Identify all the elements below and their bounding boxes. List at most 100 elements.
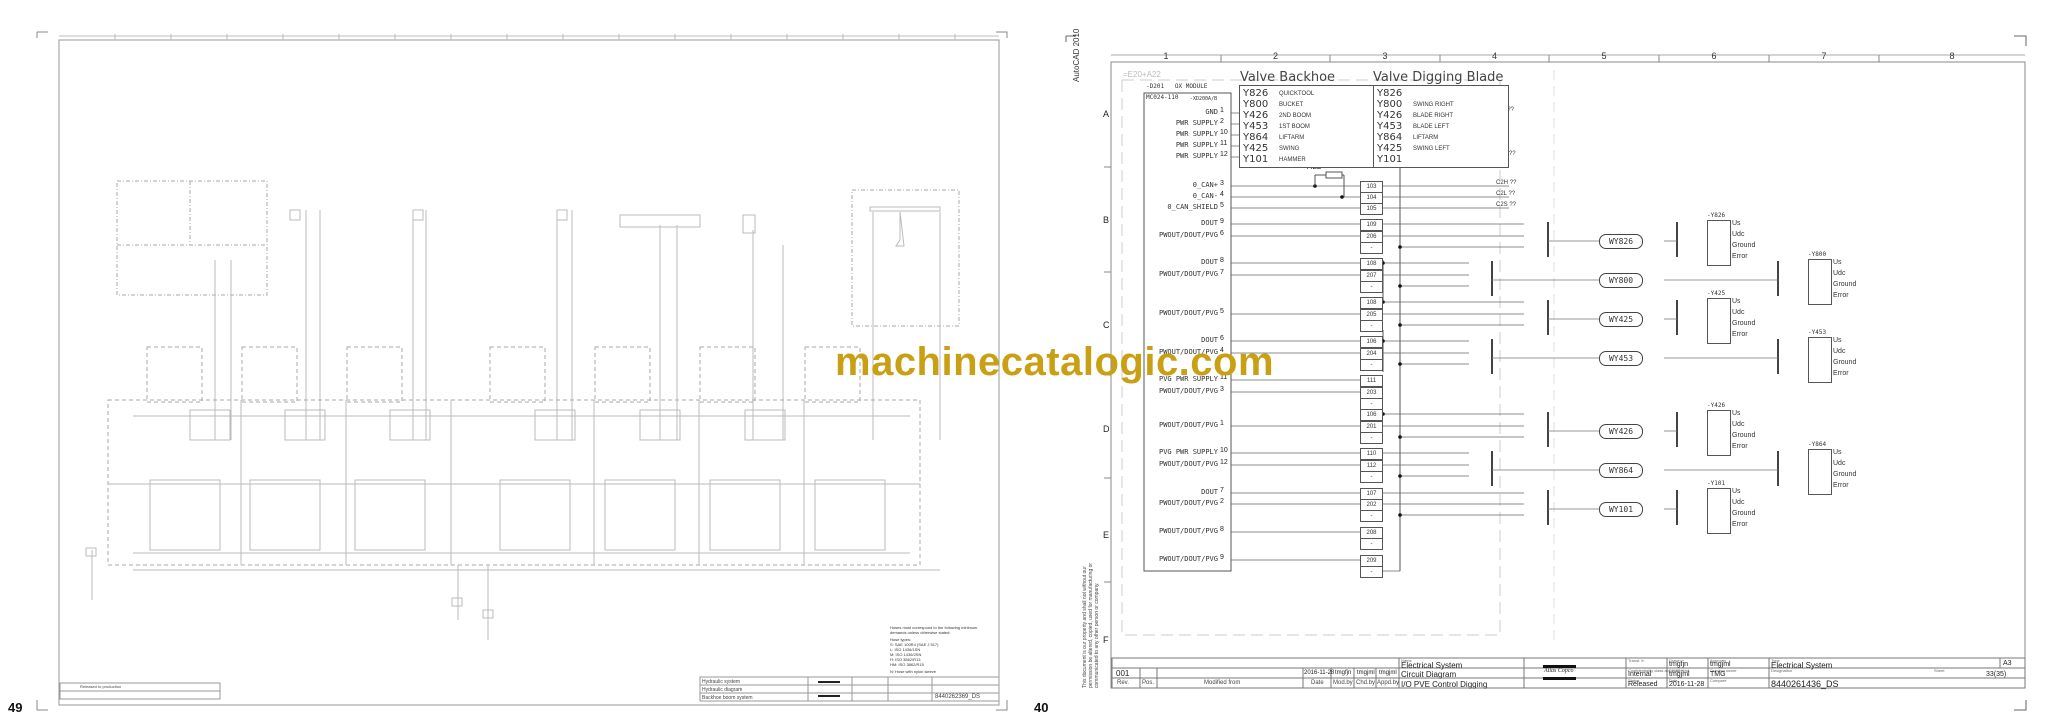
pin-label: PWR SUPPLY xyxy=(1175,141,1218,149)
type-value: Electrical System xyxy=(1771,661,1833,670)
column-label: 8 xyxy=(1949,51,1955,61)
valve-ref: -Y453 xyxy=(1808,329,1827,336)
valve-connector-y101 xyxy=(1707,488,1731,534)
signal-us: Us xyxy=(1833,449,1842,456)
module-part: MC024-110 xyxy=(1146,94,1179,101)
software-label: AutoCAD 2010 xyxy=(1072,28,1081,82)
design-chd-value: tmgjml xyxy=(1669,671,1690,678)
column-label: 6 xyxy=(1711,51,1717,61)
terminal: 111 xyxy=(1360,375,1383,387)
output-xref[interactable]: ?? xyxy=(1509,202,1517,208)
legend-code: Y453 xyxy=(1377,121,1403,132)
output-label: C2L xyxy=(1496,191,1507,197)
signal-us: Us xyxy=(1833,337,1842,344)
row-label: C xyxy=(1103,320,1110,330)
revision-header-appd-by: Appd.by xyxy=(1377,680,1400,686)
pin-number: 11 xyxy=(1220,140,1228,147)
pin-number: 9 xyxy=(1220,554,1224,561)
terminal: - xyxy=(1360,538,1383,550)
signal-udc: Udc xyxy=(1833,460,1846,467)
terminal: 201 xyxy=(1360,421,1383,433)
title-name-line-1: Electrical System xyxy=(1401,661,1463,670)
pin-number: 12 xyxy=(1220,459,1228,466)
pin-number: 3 xyxy=(1220,180,1224,187)
drawing-owner-label: Drawing owner xyxy=(1710,668,1737,673)
column-label: 4 xyxy=(1491,51,1497,61)
watermark-text: machinecatalogic.com xyxy=(835,340,1275,384)
pin-number: 12 xyxy=(1220,151,1228,158)
terminal: - xyxy=(1360,432,1383,444)
module-name: OX MODULE xyxy=(1174,83,1208,90)
legend-code: Y864 xyxy=(1243,132,1269,143)
approver-value: tmgjml xyxy=(1710,661,1731,668)
hose-note-intro: Hoses must correspond to the following m… xyxy=(890,625,978,635)
revision-header-date: Date xyxy=(1311,680,1324,686)
legend-desc: LIFTARM xyxy=(1413,134,1439,141)
pin-label: PWR SUPPLY xyxy=(1175,119,1218,127)
signal-udc: Udc xyxy=(1732,231,1745,238)
pin-label: PWOUT/DOUT/PVG xyxy=(1158,499,1218,507)
valve-ref: -Y101 xyxy=(1707,480,1726,487)
terminal: 203 xyxy=(1360,387,1383,399)
pin-label: DOUT xyxy=(1201,488,1218,496)
cable-label: WY426 xyxy=(1599,424,1643,439)
title-name-line-3: I/O PVE Control Digging xyxy=(1401,680,1488,689)
pin-number: 11 xyxy=(1220,374,1228,381)
cable-label: WY101 xyxy=(1599,502,1643,517)
signal-udc: Udc xyxy=(1833,348,1846,355)
terminal: - xyxy=(1360,281,1383,293)
sheet-value: 33(35) xyxy=(1986,671,2007,678)
signal-ground: Ground xyxy=(1833,471,1857,478)
output-xref[interactable]: ?? xyxy=(1507,107,1515,113)
pin-label: PWOUT/DOUT/PVG xyxy=(1158,421,1218,429)
pin-number: 10 xyxy=(1220,447,1228,454)
legend-code: Y101 xyxy=(1243,154,1269,165)
output-xref[interactable]: ?? xyxy=(1508,191,1516,197)
pin-label: PWOUT/DOUT/PVG xyxy=(1158,527,1218,535)
cable-label: WY425 xyxy=(1599,312,1643,327)
valve-ref: -Y826 xyxy=(1707,212,1726,219)
pin-number: 1 xyxy=(1220,420,1224,427)
legend-desc: SWING xyxy=(1279,145,1300,152)
valve-connector-y426 xyxy=(1707,410,1731,456)
right-drawing-page: 40 AutoCAD 2010 This document is our pro… xyxy=(1024,0,2048,724)
row-label: B xyxy=(1103,215,1110,225)
pin-number: 3 xyxy=(1220,386,1224,393)
terminal: - xyxy=(1360,320,1383,332)
terminal: 105 xyxy=(1360,203,1383,215)
pin-number: 7 xyxy=(1220,487,1224,494)
legend-desc: QUICKTOOL xyxy=(1279,90,1315,97)
pin-label: PWR SUPPLY xyxy=(1175,152,1218,160)
pin-number: 6 xyxy=(1220,335,1224,342)
hose-note: Hoses must correspond to the following m… xyxy=(890,625,990,674)
connector-left: -XD200A/B xyxy=(1190,96,1218,102)
terminal: 108 xyxy=(1360,297,1383,309)
signal-ground: Ground xyxy=(1833,281,1857,288)
output-xref[interactable]: ?? xyxy=(1509,180,1517,186)
pin-number: 1 xyxy=(1220,107,1224,114)
pin-label: PVG PWR SUPPLY xyxy=(1158,448,1218,456)
hose-type: H: ISO 3862/R13 xyxy=(890,657,921,662)
legend-desc: 1ST BOOM xyxy=(1279,123,1310,130)
date-label: Date xyxy=(1669,678,1678,683)
legend-desc: BUCKET xyxy=(1279,101,1304,108)
pin-label: PWOUT/DOUT/PVG xyxy=(1158,387,1218,395)
signal-us: Us xyxy=(1833,259,1842,266)
signal-ground: Ground xyxy=(1732,510,1756,517)
revision-mod-by: tmgfjn xyxy=(1335,670,1352,676)
pin-label: GND xyxy=(1205,108,1218,116)
legend-code: Y426 xyxy=(1243,110,1269,121)
confidentiality-value: Internal xyxy=(1628,671,1652,678)
design-chd-label: Design chd. xyxy=(1669,668,1691,673)
pin-label: PWOUT/DOUT/PVG xyxy=(1158,309,1218,317)
terminal: - xyxy=(1360,471,1383,483)
signal-ground: Ground xyxy=(1833,359,1857,366)
row-label: D xyxy=(1103,424,1110,434)
output-xref[interactable]: ?? xyxy=(1508,151,1516,157)
